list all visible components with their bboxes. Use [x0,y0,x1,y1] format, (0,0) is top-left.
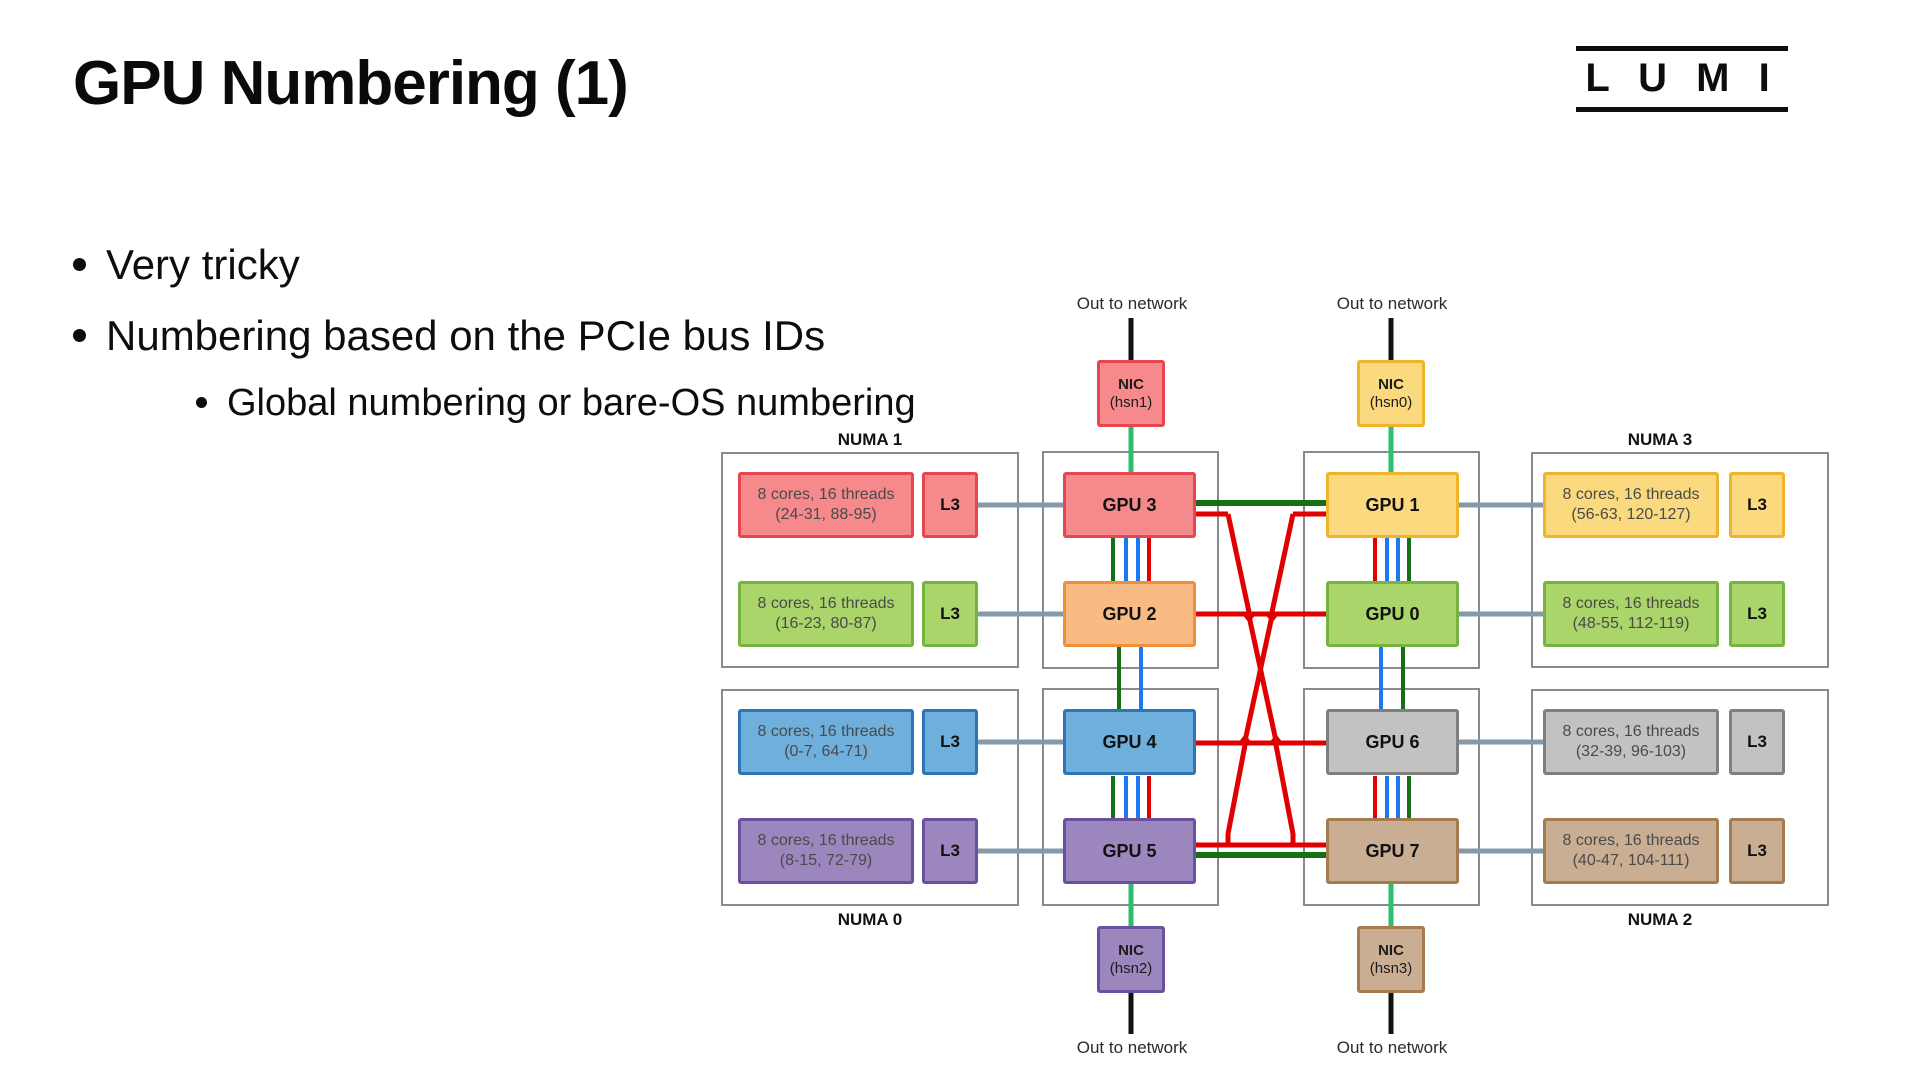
cores-line2: (16-23, 80-87) [775,615,877,632]
cores-line2: (0-7, 64-71) [784,743,868,760]
gpu3-box: GPU 3 [1063,472,1196,538]
cores-line1: 8 cores, 16 threads [1562,486,1700,503]
bullet-text: Global numbering or bare-OS numbering [227,382,916,424]
numa3-label: NUMA 3 [1627,430,1693,449]
nic-label: NIC [1378,375,1404,393]
nic-sublabel: (hsn3) [1369,959,1413,977]
numa3-cores-box-top: 8 cores, 16 threads (56-63, 120-127) [1543,472,1719,538]
nic-hsn0-box: NIC (hsn0) [1357,360,1425,427]
cores-line1: 8 cores, 16 threads [1562,595,1700,612]
gpu-red-links-vertical [1147,538,1377,818]
bullet-dot [73,258,86,271]
red-link-junction-arrows [1238,614,1283,743]
nic-label: NIC [1118,375,1144,393]
lumi-logo: L U M I [1576,46,1788,112]
numa3-l3-box-bottom: L3 [1729,581,1785,647]
nic-label: NIC [1378,941,1404,959]
page-title: GPU Numbering (1) [73,49,629,118]
cores-line1: 8 cores, 16 threads [1562,723,1700,740]
nic-sublabel: (hsn1) [1109,393,1153,411]
numa2-l3-box-bottom: L3 [1729,818,1785,884]
gpu4-box: GPU 4 [1063,709,1196,775]
nic-to-gpu-links [1128,426,1394,927]
bullet-text: Very tricky [106,241,300,288]
numa0-l3-box-top: L3 [922,709,978,775]
out-to-network-label: Out to network [1076,1038,1188,1057]
numa0-cores-box-bottom: 8 cores, 16 threads (8-15, 72-79) [738,818,914,884]
cores-line2: (8-15, 72-79) [779,852,873,869]
gpu1-box: GPU 1 [1326,472,1459,538]
gpu7-box: GPU 7 [1326,818,1459,884]
gpu5-box: GPU 5 [1063,818,1196,884]
numa0-label: NUMA 0 [837,910,903,929]
nic-hsn2-box: NIC (hsn2) [1097,926,1165,993]
numa1-label: NUMA 1 [837,430,903,449]
out-to-network-label: Out to network [1076,294,1188,313]
bullet-item: Numbering based on the PCIe bus IDs [73,311,825,361]
gpu6-box: GPU 6 [1326,709,1459,775]
cores-line1: 8 cores, 16 threads [757,486,895,503]
numa1-l3-box-top: L3 [922,472,978,538]
bullet-item: Very tricky [73,240,300,290]
cores-line2: (40-47, 104-111) [1572,852,1690,869]
numa1-cores-box-top: 8 cores, 16 threads (24-31, 88-95) [738,472,914,538]
bullet-dot [73,329,86,342]
gpu-red-links [1196,511,1326,848]
out-to-network-label: Out to network [1336,294,1448,313]
numa2-l3-box-top: L3 [1729,709,1785,775]
numa1-l3-box-bottom: L3 [922,581,978,647]
numa2-label: NUMA 2 [1627,910,1693,929]
numa0-cores-box-top: 8 cores, 16 threads (0-7, 64-71) [738,709,914,775]
gpu-green-links-horizontal [1196,500,1326,858]
numa1-cores-box-bottom: 8 cores, 16 threads (16-23, 80-87) [738,581,914,647]
nic-to-network-links [1128,318,1394,1034]
out-to-network-label: Out to network [1336,1038,1448,1057]
bullet-text: Numbering based on the PCIe bus IDs [106,312,826,359]
nic-sublabel: (hsn2) [1109,959,1153,977]
gpu2-box: GPU 2 [1063,581,1196,647]
cores-line1: 8 cores, 16 threads [757,595,895,612]
cores-line1: 8 cores, 16 threads [757,832,895,849]
numa2-cores-box-top: 8 cores, 16 threads (32-39, 96-103) [1543,709,1719,775]
cores-line1: 8 cores, 16 threads [1562,832,1700,849]
cores-line2: (48-55, 112-119) [1572,615,1690,632]
numa2-cores-box-bottom: 8 cores, 16 threads (40-47, 104-111) [1543,818,1719,884]
cores-line2: (56-63, 120-127) [1571,506,1691,523]
bullet-subitem: Global numbering or bare-OS numbering [196,381,916,427]
numa3-l3-box-top: L3 [1729,472,1785,538]
nic-hsn3-box: NIC (hsn3) [1357,926,1425,993]
cores-line2: (24-31, 88-95) [775,506,877,523]
numa-and-gpu-container-boxes [721,451,1829,906]
gpu-green-links-vertical [1111,538,1411,818]
nic-hsn1-box: NIC (hsn1) [1097,360,1165,427]
gpu-blue-links [1124,538,1400,818]
nic-label: NIC [1118,941,1144,959]
gpu0-box: GPU 0 [1326,581,1459,647]
bullet-dot [196,397,207,408]
cores-line2: (32-39, 96-103) [1575,743,1687,760]
l3-to-gpu-links [978,502,1543,854]
numa0-l3-box-bottom: L3 [922,818,978,884]
nic-sublabel: (hsn0) [1369,393,1413,411]
numa3-cores-box-bottom: 8 cores, 16 threads (48-55, 112-119) [1543,581,1719,647]
cores-line1: 8 cores, 16 threads [757,723,895,740]
